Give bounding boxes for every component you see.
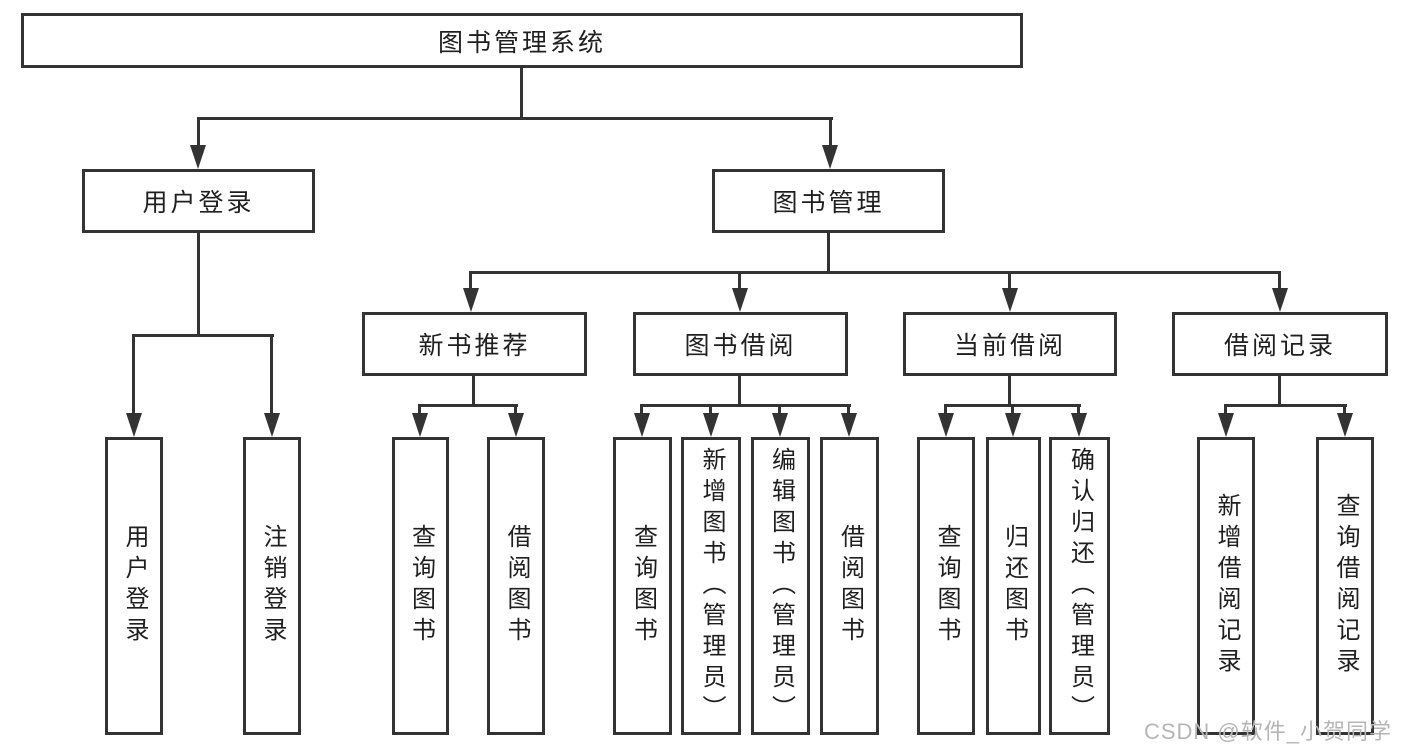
node-current-borrowing: 当前借阅 bbox=[903, 312, 1117, 376]
arrow-down-icon bbox=[1218, 413, 1234, 437]
connector-line bbox=[640, 404, 643, 415]
leaf-borrow-books-borrowing: 借阅图书 bbox=[820, 437, 879, 735]
connector-line bbox=[469, 271, 472, 290]
arrow-down-icon bbox=[1071, 413, 1087, 437]
arrow-down-icon bbox=[264, 413, 280, 437]
arrow-down-icon bbox=[938, 413, 954, 437]
connector-line bbox=[469, 271, 1281, 274]
connector-line bbox=[1011, 404, 1014, 415]
connector-line bbox=[847, 404, 850, 415]
node-library-management-system: 图书管理系统 bbox=[21, 13, 1023, 68]
arrow-down-icon bbox=[1005, 413, 1021, 437]
connector-line bbox=[197, 117, 200, 147]
connector-line bbox=[829, 117, 832, 147]
arrow-down-icon bbox=[634, 413, 650, 437]
connector-line bbox=[1278, 374, 1281, 407]
arrow-down-icon bbox=[822, 145, 838, 169]
connector-line bbox=[132, 334, 135, 415]
connector-line bbox=[1224, 404, 1347, 407]
leaf-borrow-books-recommend: 借阅图书 bbox=[487, 437, 545, 735]
arrow-down-icon bbox=[1002, 288, 1018, 312]
connector-line bbox=[709, 404, 712, 415]
connector-line bbox=[270, 334, 273, 415]
connector-line bbox=[132, 334, 274, 337]
connector-line bbox=[738, 374, 741, 407]
leaf-query-books-recommend: 查询图书 bbox=[392, 437, 449, 735]
csdn-watermark: CSDN @软件_小贺同学 bbox=[1143, 719, 1392, 744]
leaf-logout: 注销登录 bbox=[243, 437, 301, 735]
leaf-query-borrow-record: 查询借阅记录 bbox=[1316, 437, 1374, 735]
arrow-down-icon bbox=[1272, 288, 1288, 312]
connector-line bbox=[197, 117, 833, 120]
connector-line bbox=[1278, 271, 1281, 290]
connector-line bbox=[520, 66, 523, 119]
node-book-borrowing: 图书借阅 bbox=[633, 312, 848, 376]
arrow-down-icon bbox=[508, 413, 524, 437]
leaf-edit-book-admin: 编辑图书（管理员） bbox=[751, 437, 810, 735]
connector-line bbox=[418, 404, 518, 407]
connector-line bbox=[1077, 404, 1080, 415]
arrow-down-icon bbox=[841, 413, 857, 437]
node-new-book-recommendation: 新书推荐 bbox=[362, 312, 587, 376]
arrow-down-icon bbox=[732, 288, 748, 312]
connector-line bbox=[418, 404, 421, 415]
leaf-query-books-borrowing: 查询图书 bbox=[613, 437, 672, 735]
arrow-down-icon bbox=[412, 413, 428, 437]
connector-line bbox=[472, 374, 475, 407]
node-user-login: 用户登录 bbox=[82, 169, 315, 233]
arrow-down-icon bbox=[772, 413, 788, 437]
connector-line bbox=[778, 404, 781, 415]
leaf-query-books-current: 查询图书 bbox=[917, 437, 975, 735]
connector-line bbox=[1343, 404, 1346, 415]
leaf-add-borrow-record: 新增借阅记录 bbox=[1197, 437, 1255, 735]
node-book-management: 图书管理 bbox=[712, 169, 945, 233]
leaf-return-book: 归还图书 bbox=[986, 437, 1041, 735]
leaf-confirm-return-admin: 确认归还（管理员） bbox=[1049, 437, 1110, 735]
node-borrowing-records: 借阅记录 bbox=[1172, 312, 1388, 376]
connector-line bbox=[738, 271, 741, 290]
connector-line bbox=[944, 404, 947, 415]
leaf-user-login: 用户登录 bbox=[105, 437, 163, 735]
connector-line bbox=[640, 404, 851, 407]
arrow-down-icon bbox=[126, 413, 142, 437]
connector-line bbox=[197, 231, 200, 337]
connector-line bbox=[827, 231, 830, 274]
leaf-add-book-admin: 新增图书（管理员） bbox=[681, 437, 741, 735]
arrow-down-icon bbox=[703, 413, 719, 437]
connector-line bbox=[1008, 271, 1011, 290]
connector-line bbox=[1008, 374, 1011, 407]
arrow-down-icon bbox=[463, 288, 479, 312]
arrow-down-icon bbox=[190, 145, 206, 169]
arrow-down-icon bbox=[1337, 413, 1353, 437]
connector-line bbox=[1224, 404, 1227, 415]
connector-line bbox=[514, 404, 517, 415]
